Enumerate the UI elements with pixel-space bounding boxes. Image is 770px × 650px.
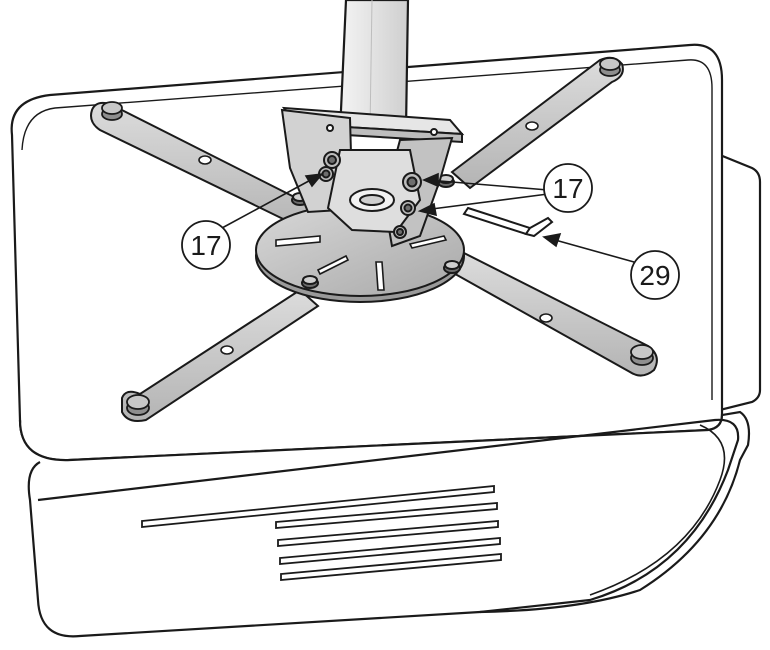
vent-slot-4: [279, 537, 501, 565]
arm-bottom-left: [121, 288, 320, 422]
front-lower-curve: [37, 418, 740, 614]
front-panel: [18, 410, 751, 638]
arm-feet: [101, 57, 654, 416]
vent-slot-5: [280, 553, 502, 581]
arm-hole: [525, 121, 539, 131]
callout-screw-left: 17: [181, 220, 231, 270]
arrowhead: [421, 172, 439, 188]
arm-hole: [539, 313, 553, 323]
foot-bottom-right: [630, 344, 654, 366]
leader-line-17-right-a: [427, 179, 549, 191]
vent-slot-3: [277, 520, 499, 547]
leader-lines: [221, 172, 635, 263]
vent-slots: [141, 485, 502, 581]
side-housing: [718, 153, 762, 412]
callout-label: 17: [552, 173, 583, 204]
foot-top-left: [101, 101, 123, 121]
foot-top-right: [599, 57, 621, 77]
leader-line-29: [547, 237, 635, 263]
callout-screw-right: 17: [543, 163, 593, 213]
vent-slot-2: [275, 502, 498, 529]
hex-key-bend: [524, 216, 554, 238]
arm-hole: [220, 345, 234, 355]
vent-slot-1: [141, 485, 495, 528]
arrowhead: [304, 172, 324, 188]
plate-slot: [375, 261, 385, 291]
plate-slot: [316, 254, 350, 276]
plate-slot: [408, 235, 448, 249]
base-plate-slots: [275, 235, 448, 291]
arm-holes: [198, 121, 553, 355]
spider-arms: [90, 56, 658, 422]
hex-key: [462, 206, 554, 238]
front-inner-sweep: [589, 424, 726, 596]
foot-bottom-left: [126, 394, 150, 416]
arm-hole: [198, 155, 212, 165]
leader-line-17-right-b: [423, 193, 549, 211]
callout-label: 29: [639, 260, 670, 291]
callout-hex-key: 29: [630, 250, 680, 300]
arrowhead: [417, 202, 438, 217]
leader-line-17-left: [221, 175, 319, 229]
callout-label: 17: [190, 230, 221, 261]
arrowhead: [542, 232, 562, 248]
plate-slot: [275, 235, 321, 247]
